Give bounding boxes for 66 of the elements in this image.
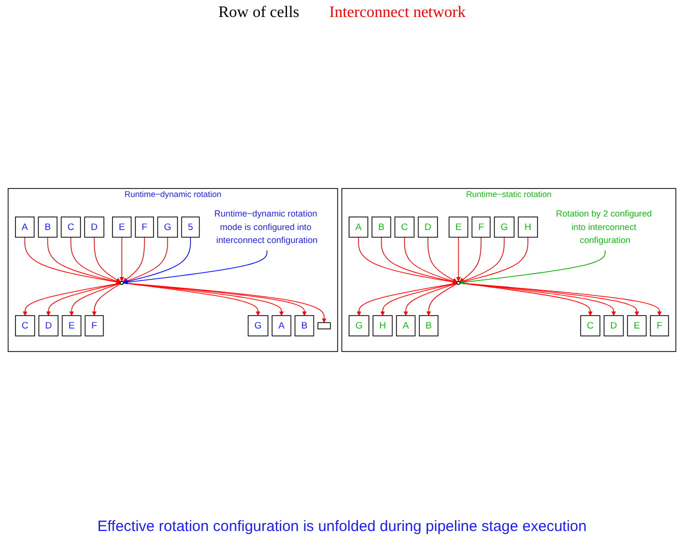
arrow: [356, 282, 458, 316]
annotation-text: Row of cells: [218, 4, 300, 22]
node-text: Rotation by 2 configured into interconnect configuration: [556, 208, 652, 246]
node-box: H: [372, 315, 393, 336]
node-box: A: [272, 315, 292, 336]
arrow: [122, 236, 145, 282]
arrow: [426, 283, 458, 316]
node-box: F: [84, 315, 104, 336]
arrow: [123, 236, 191, 284]
arrow: [460, 236, 505, 284]
arrow: [24, 236, 120, 284]
node-circle: [120, 280, 124, 285]
node-box: F: [134, 216, 154, 238]
note-text: Effective rotation configuration is unfolded during pipeline stage execution: [97, 518, 587, 535]
node-box: C: [60, 216, 81, 238]
node-box: D: [604, 315, 624, 336]
node-box: B: [294, 315, 314, 336]
node-text: Runtime−dynamic rotation mode is configured into interconnect configuration: [214, 208, 318, 246]
node-box: A: [396, 315, 416, 336]
node-box: B: [418, 315, 438, 336]
arrow: [69, 282, 121, 316]
node-box: H: [518, 216, 538, 238]
arrow: [46, 282, 121, 316]
node-box: G: [157, 216, 178, 238]
node-box: B: [38, 216, 58, 238]
arrow: [122, 282, 326, 323]
arrow: [380, 282, 458, 316]
arrow: [460, 250, 606, 284]
node-box: C: [394, 216, 414, 238]
arrow: [460, 236, 528, 284]
arrow: [70, 236, 121, 284]
arrow: [428, 236, 458, 282]
annotation-text: Interconnect network: [329, 4, 466, 22]
node-box: G: [248, 315, 268, 336]
node-circle: [456, 280, 460, 285]
arrow: [460, 236, 482, 282]
node-box: G: [348, 315, 370, 336]
node-box: D: [418, 216, 438, 238]
node-box: A: [348, 216, 368, 238]
node-box: 5: [181, 216, 200, 238]
arrow: [404, 236, 458, 284]
node-box: E: [448, 216, 468, 238]
arrow: [92, 283, 121, 316]
arrow: [456, 236, 461, 282]
arrow: [123, 236, 168, 284]
arrow: [380, 236, 458, 284]
node-box: D: [84, 216, 104, 238]
arrow: [94, 236, 121, 282]
node-box: [318, 322, 331, 330]
arrow: [22, 282, 121, 316]
node-box: D: [38, 315, 58, 336]
node-box: C: [580, 315, 600, 336]
node-box: E: [112, 216, 132, 238]
node-box: C: [15, 315, 36, 336]
node-box: E: [62, 315, 82, 336]
node-box: G: [494, 216, 514, 238]
arrow: [358, 236, 458, 284]
arrow: [123, 250, 268, 284]
node-box: E: [627, 315, 647, 336]
arrow: [120, 236, 124, 282]
node-box: F: [472, 216, 491, 238]
node-box: A: [15, 216, 35, 238]
node-box: F: [650, 315, 669, 336]
node-box: B: [372, 216, 392, 238]
arrow: [404, 282, 458, 316]
arrow: [47, 236, 120, 284]
